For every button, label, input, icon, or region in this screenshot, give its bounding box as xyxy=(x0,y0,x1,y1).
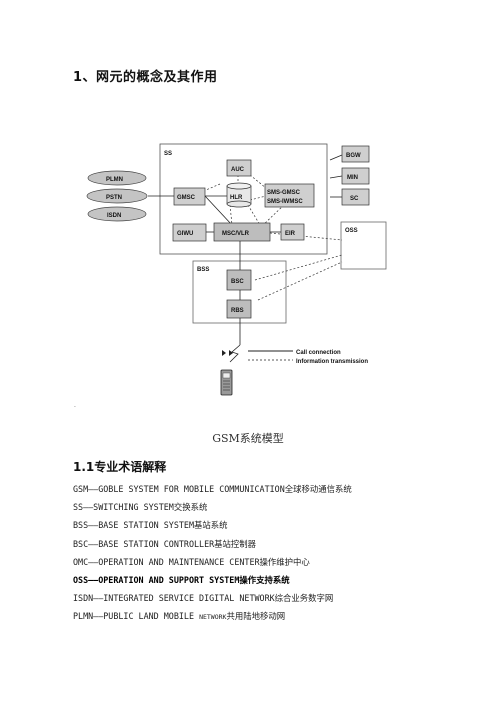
ss-frame xyxy=(159,143,328,255)
oss-frame xyxy=(340,221,387,270)
term-ss: SS——SWITCHING SYSTEM交换系统 xyxy=(73,502,208,513)
msc-vlr-label: MSC/VLR xyxy=(222,231,250,237)
term-oss: OSS——OPERATION AND SUPPORT SYSTEM操作支持系统 xyxy=(73,575,290,586)
giwu-label: GIWU xyxy=(177,231,193,237)
term-gsm: GSM——GOBLE SYSTEM FOR MOBILE COMMUNICATI… xyxy=(73,484,352,494)
section-heading: 1、网元的概念及其作用 xyxy=(73,70,218,85)
stray-mark: · xyxy=(74,404,76,411)
radio-link-icon xyxy=(229,344,241,363)
sc-box xyxy=(341,188,370,206)
term-bsc: BSC——BASE STATION CONTROLLER基站控制器 xyxy=(73,538,257,549)
sc-label: SC xyxy=(350,196,359,202)
gmsc-box xyxy=(173,187,206,206)
giwu-box xyxy=(172,223,207,242)
oss-label: OSS xyxy=(345,228,358,234)
plmn-ellipse xyxy=(87,170,147,186)
term-bss: BSS——BASE STATION SYSTEM基站系统 xyxy=(73,520,228,531)
bgw-box xyxy=(341,145,370,163)
hlr-label: HLR xyxy=(230,195,243,201)
bss-frame xyxy=(192,260,287,324)
term-plmn-smallcaps: NETWORK xyxy=(199,613,227,622)
sms-gmsc-label: SMS-GMSC xyxy=(267,190,301,196)
min-label: MIN xyxy=(347,175,358,181)
rbs-box xyxy=(226,299,252,319)
sms-gmsc-box xyxy=(264,183,315,208)
msc-vlr-box xyxy=(213,222,271,242)
gsm-system-diagram: SS BSS OSS AUC GMSC xyxy=(86,143,387,396)
auc-box xyxy=(226,159,252,177)
term-list: GSM——GOBLE SYSTEM FOR MOBILE COMMUNICATI… xyxy=(73,480,493,627)
term-plmn-prefix: PLMN——PUBLIC LAND MOBILE xyxy=(73,611,200,622)
figure-caption: GSM系统模型 xyxy=(212,432,284,445)
min-box xyxy=(341,167,370,185)
hlr-cylinder xyxy=(226,182,252,208)
eir-label: EIR xyxy=(285,231,296,237)
bsc-label: BSC xyxy=(231,279,244,285)
pstn-ellipse xyxy=(86,188,148,204)
gmsc-label: GMSC xyxy=(177,195,196,201)
term-plmn: PLMN——PUBLIC LAND MOBILE NETWORK共用陆地移动网 xyxy=(73,607,493,626)
isdn-label: ISDN xyxy=(107,213,121,219)
bsc-box xyxy=(226,269,252,291)
term-omc: OMC——OPERATION AND MAINTENANCE CENTER操作维… xyxy=(73,556,310,567)
legend-info-label: Information transmission xyxy=(296,359,368,365)
rbs-label: RBS xyxy=(231,308,244,314)
sms-iwmsc-label: SMS-IWMSC xyxy=(267,199,303,205)
term-plmn-suffix: 共用陆地移动网 xyxy=(226,611,286,622)
ss-label: SS xyxy=(164,151,172,157)
subsection-heading: 1.1专业术语解释 xyxy=(73,460,167,474)
bss-label: BSS xyxy=(197,267,209,273)
eir-box xyxy=(280,223,305,241)
antenna-icon xyxy=(222,350,233,356)
isdn-ellipse xyxy=(87,206,147,222)
bgw-label: BGW xyxy=(346,153,361,159)
plmn-label: PLMN xyxy=(106,177,123,183)
pstn-label: PSTN xyxy=(106,195,122,201)
auc-label: AUC xyxy=(231,167,245,173)
mobile-phone-icon xyxy=(220,369,233,396)
term-isdn: ISDN——INTEGRATED SERVICE DIGITAL NETWORK… xyxy=(73,593,334,604)
legend-call-label: Call connection xyxy=(296,350,341,356)
